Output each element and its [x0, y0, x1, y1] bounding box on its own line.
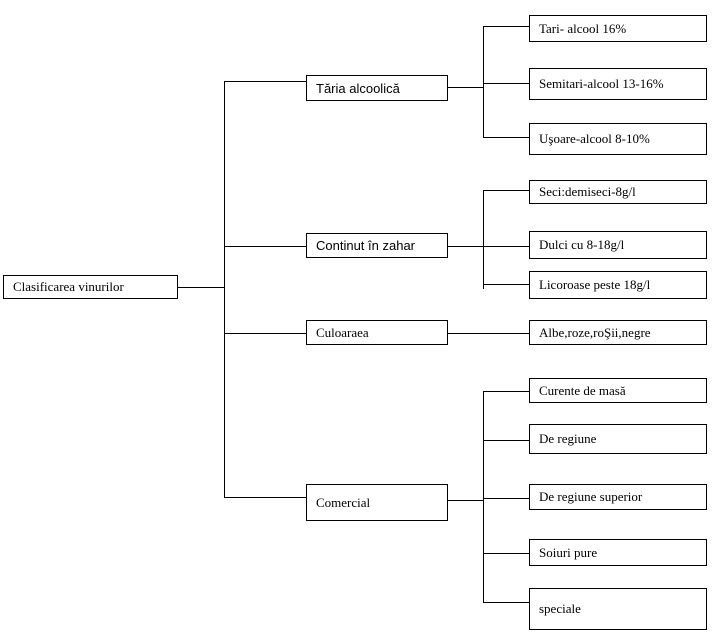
leaf-node: Uşoare-alcool 8-10% [529, 123, 707, 155]
connector-continut-item-2 [483, 246, 529, 247]
connector-continut-item-1 [483, 190, 529, 191]
connector-continut-spine [483, 190, 484, 289]
connector-comercial-item-3 [483, 498, 529, 499]
connector-continut-item-3 [483, 284, 529, 285]
leaf-label: Uşoare-alcool 8-10% [539, 131, 650, 146]
leaf-node: De regiune [529, 424, 707, 454]
connector-comercial-item-5 [483, 602, 529, 603]
connector-taria-item-1 [483, 26, 529, 27]
leaf-node: Tari- alcool 16% [529, 15, 707, 42]
category-culoarea: Culoaraea [306, 320, 448, 345]
root-node-label: Clasificarea vinurilor [13, 279, 124, 294]
connector-taria-spine [483, 26, 484, 138]
connector-taria-out [448, 87, 484, 88]
connector-spine-to-taria [224, 81, 306, 82]
connector-taria-item-2 [483, 83, 529, 84]
category-continut-zahar: Continut în zahar [306, 233, 448, 258]
leaf-label: speciale [539, 601, 581, 616]
connector-culoarea-to-item [448, 333, 529, 334]
category-comercial: Comercial [306, 484, 448, 521]
connector-comercial-item-1 [483, 391, 529, 392]
connector-comercial-spine [483, 391, 484, 603]
connector-comercial-out [448, 500, 484, 501]
connector-comercial-item-4 [483, 553, 529, 554]
leaf-label: De regiune superior [539, 489, 643, 504]
leaf-label: Tari- alcool 16% [539, 20, 627, 36]
leaf-node: Semitari-alcool 13-16% [529, 68, 707, 100]
connector-main-spine [224, 81, 225, 498]
leaf-label: De regiune [539, 431, 597, 446]
leaf-label: Seci:demiseci-8g/l [539, 184, 636, 199]
leaf-node: De regiune superior [529, 484, 707, 510]
leaf-label: Soiuri pure [539, 544, 598, 560]
leaf-node: Soiuri pure [529, 539, 707, 566]
leaf-node: Curente de masă [529, 378, 707, 403]
leaf-node: Albe,roze,roŞii,negre [529, 320, 707, 345]
category-label: Tăria alcoolică [316, 80, 400, 96]
leaf-node: Licoroase peste 18g/l [529, 271, 707, 299]
category-label: Continut în zahar [316, 238, 416, 253]
connector-comercial-item-2 [483, 440, 529, 441]
category-label: Culoaraea [316, 324, 369, 340]
connector-spine-to-comercial [224, 497, 306, 498]
connector-root-to-spine [178, 287, 225, 288]
leaf-label: Curente de masă [539, 382, 626, 398]
connector-taria-item-3 [483, 137, 529, 138]
leaf-label: Licoroase peste 18g/l [539, 277, 651, 292]
root-node: Clasificarea vinurilor [3, 275, 178, 299]
leaf-label: Albe,roze,roŞii,negre [539, 324, 651, 340]
leaf-label: Semitari-alcool 13-16% [539, 76, 664, 91]
connector-continut-out [448, 246, 484, 247]
connector-spine-to-culoarea [224, 333, 306, 334]
leaf-node: speciale [529, 588, 707, 630]
connector-spine-to-continut [224, 246, 306, 247]
category-label: Comercial [316, 494, 371, 510]
leaf-node: Seci:demiseci-8g/l [529, 180, 707, 204]
leaf-label: Dulci cu 8-18g/l [539, 237, 625, 252]
category-taria-alcoolica: Tăria alcoolică [306, 75, 448, 101]
leaf-node: Dulci cu 8-18g/l [529, 231, 707, 259]
